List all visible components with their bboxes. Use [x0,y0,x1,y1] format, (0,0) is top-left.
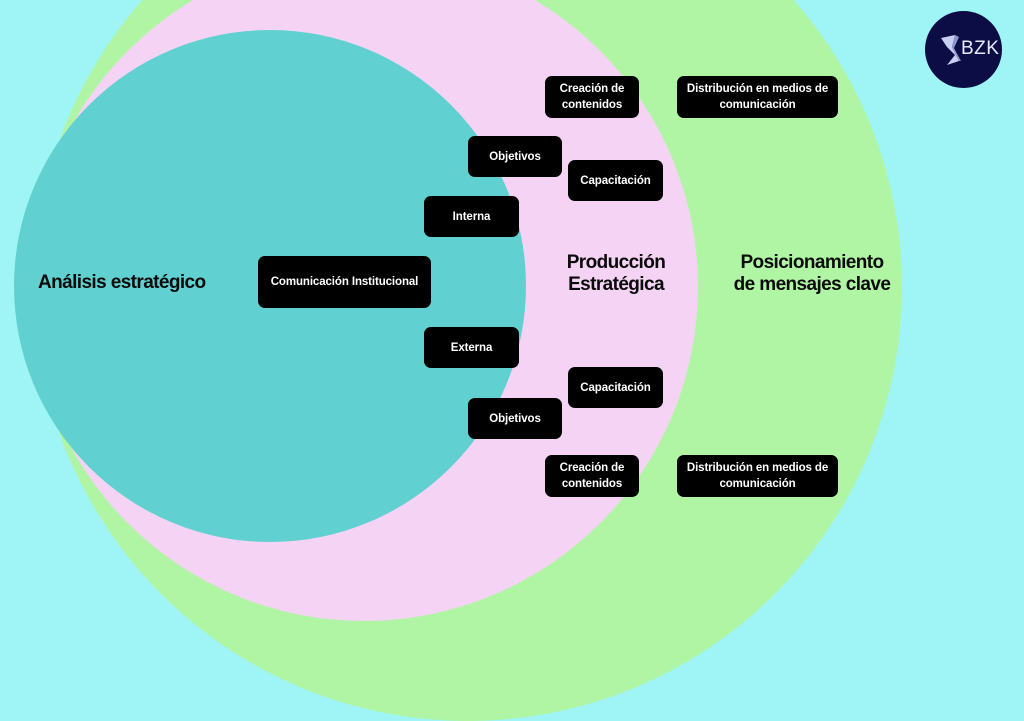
node-capacitacion-bottom: Capacitación [568,367,663,408]
outer-circle-label-line2: de mensajes clave [733,274,891,295]
node-capacitacion-top: Capacitación [568,160,663,201]
node-distribucion-line1: Distribución en medios de [686,83,829,95]
node-interna: Interna [424,196,519,237]
node-objetivos-top: Objetivos [468,136,562,177]
node-creacion-line1: Creación de [559,462,625,474]
node-distribucion-medios-bottom: Distribución en medios de comunicación [677,455,838,497]
node-distribucion-line1: Distribución en medios de [686,462,829,474]
node-comunicacion-institucional: Comunicación Institucional [258,256,431,308]
middle-circle-label-line2: Estratégica [568,274,664,295]
node-distribucion-medios-top: Distribución en medios de comunicación [677,76,838,118]
node-distribucion-line2: comunicación [719,99,796,111]
logo-text: BZK [961,38,1000,59]
outer-circle-label: Posicionamiento de mensajes clave [720,252,904,296]
node-creacion-line2: contenidos [561,99,623,111]
node-creacion-contenidos-top: Creación de contenidos [545,76,639,118]
node-externa: Externa [424,327,519,368]
node-distribucion-line2: comunicación [719,478,796,490]
middle-circle-label-line1: Producción [566,252,666,273]
bzk-logo-icon [941,35,961,65]
node-creacion-contenidos-bottom: Creación de contenidos [545,455,639,497]
node-creacion-line1: Creación de [559,83,625,95]
diagram-canvas: Análisis estratégico Producción Estratég… [14,0,1002,721]
outer-circle-label-line1: Posicionamiento [740,252,884,273]
inner-circle-label: Análisis estratégico [38,272,206,293]
node-creacion-line2: contenidos [561,478,623,490]
middle-circle-label: Producción Estratégica [552,252,680,296]
node-objetivos-bottom: Objetivos [468,398,562,439]
bzk-logo: BZK [925,11,1002,88]
